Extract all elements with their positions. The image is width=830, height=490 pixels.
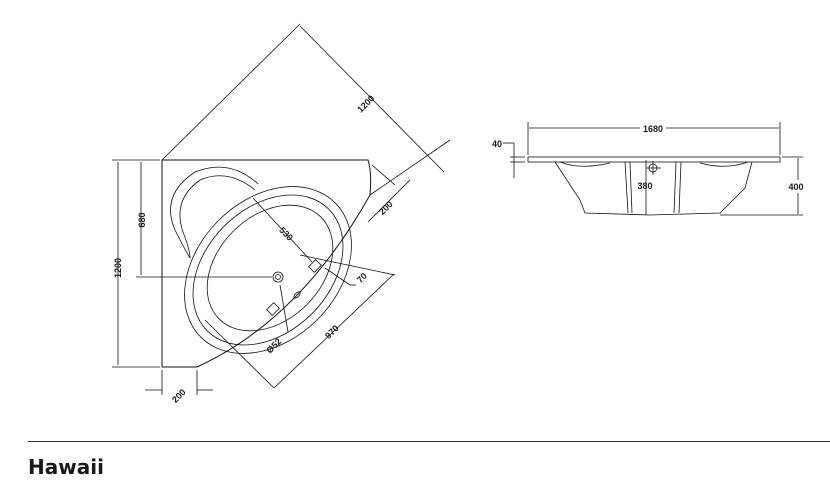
overflow-icon — [293, 291, 301, 299]
dim-label-970: 970 — [323, 323, 341, 341]
ext-line — [369, 139, 451, 196]
dim-line-530 — [252, 197, 313, 263]
dim-label-diag-1200: 1200 — [355, 93, 376, 114]
support-line — [624, 161, 629, 214]
dim-label-200-bottom: 200 — [170, 387, 188, 405]
drain-inner — [275, 274, 281, 280]
dim-label-380: 380 — [637, 181, 652, 191]
backrest-outer — [170, 166, 259, 259]
support-line — [673, 161, 677, 214]
top-view: 1200 680 1200 200 530 70 970 Ø52 200 — [112, 23, 451, 405]
side-view: 1680 40 380 400 — [492, 122, 804, 216]
body-line — [559, 161, 611, 167]
dim-line-200-right — [367, 179, 411, 223]
dim-label-70: 70 — [355, 271, 369, 285]
technical-drawing: 1200 680 1200 200 530 70 970 Ø52 200 — [112, 23, 804, 405]
rim-outer — [184, 186, 352, 354]
dim-line-970 — [273, 273, 395, 389]
dim-label-200-right: 200 — [377, 199, 395, 217]
dim-label-1680: 1680 — [643, 124, 663, 134]
ext-line — [371, 164, 396, 186]
armrest-support — [308, 259, 322, 273]
drain-icon — [272, 271, 284, 283]
rim — [527, 156, 781, 163]
support-line — [629, 161, 633, 214]
dim-line-diag-1200 — [299, 25, 445, 173]
dim-line-70 — [324, 267, 351, 286]
backrest-inner — [179, 175, 256, 259]
dim-label-400: 400 — [788, 182, 803, 192]
product-title: Hawaii — [28, 455, 104, 479]
divider — [28, 441, 830, 442]
dim-label-1200: 1200 — [113, 258, 123, 278]
dim-label-052: Ø52 — [264, 336, 283, 355]
armrest-support — [266, 302, 280, 316]
dim-label-680: 680 — [137, 212, 147, 227]
rim-middle — [192, 194, 344, 346]
support-line — [678, 161, 682, 214]
body-line — [699, 161, 749, 167]
tub-outline — [161, 159, 372, 368]
ext-line — [299, 254, 396, 276]
ext-line — [204, 319, 275, 389]
ext-line — [161, 23, 301, 161]
dim-label-40: 40 — [492, 139, 502, 149]
tub-body — [554, 161, 753, 216]
basin-inner — [206, 204, 334, 332]
leader-052 — [279, 284, 289, 333]
